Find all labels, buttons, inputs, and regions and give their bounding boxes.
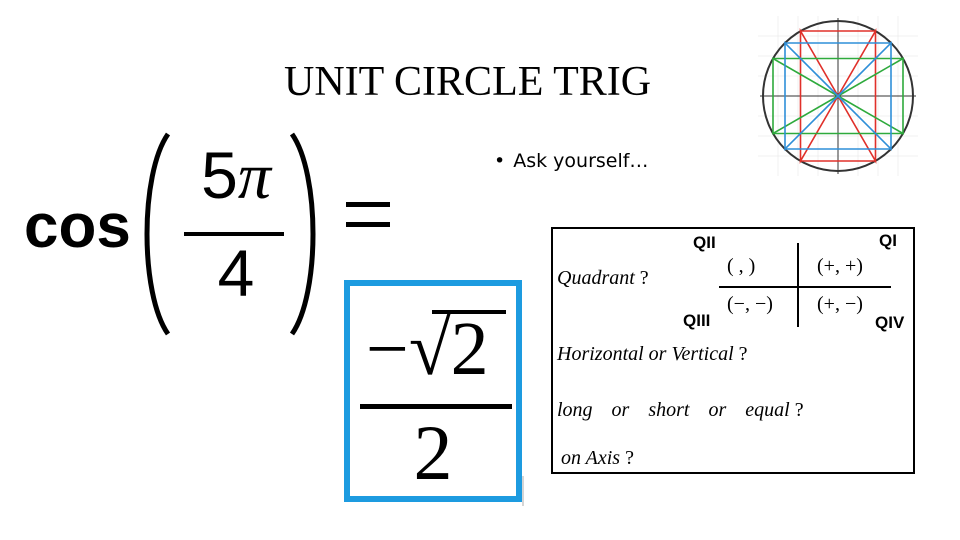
unit-circle-diagram-icon [758, 16, 918, 176]
fraction-denominator: 4 [217, 236, 255, 310]
answer-numerator-text: −√2 [366, 307, 489, 390]
function-name: cos [24, 192, 131, 261]
answer-box-shadow [522, 476, 524, 506]
sign-quadrant-ii: ( , ) [727, 255, 756, 277]
sign-quadrant-i: (+, +) [817, 255, 863, 277]
numerator-digit: 5 [201, 138, 238, 212]
answer-numerator: −√2 [366, 307, 506, 390]
slide-title: UNIT CIRCLE TRIG [284, 59, 652, 105]
answer-fraction-bar [360, 404, 512, 409]
equals-sign-icon [346, 202, 390, 227]
label-quadrant-iii: QIII [683, 311, 711, 330]
quadrant-horizontal-divider [719, 286, 891, 288]
bullet-dot: • [494, 150, 506, 172]
pi-symbol: π [237, 140, 271, 213]
label-quadrant-i: QI [879, 231, 897, 250]
label-quadrant-ii: QII [693, 233, 716, 252]
answer-denominator: 2 [413, 409, 453, 496]
right-parenthesis-icon [289, 132, 316, 336]
sign-quadrant-iii: (−, −) [727, 293, 773, 315]
quadrant-helper-card: QII QI QIII QIV Quadrant ? ( , ) (+, +) … [551, 227, 915, 474]
length-prompt: long or short or equal ? [557, 399, 804, 421]
orientation-prompt: Horizontal or Vertical ? [557, 343, 748, 365]
axis-prompt: on Axis ? [561, 447, 634, 469]
sign-quadrant-iv: (+, −) [817, 293, 863, 315]
label-quadrant-iv: QIV [875, 313, 905, 332]
fraction-numerator: 5π [182, 138, 290, 214]
quadrant-prompt: Quadrant ? [557, 267, 649, 289]
bullet-text: Ask yourself… [513, 150, 649, 172]
cosine-expression: cos 5π 4 [18, 126, 418, 341]
answer-box: −√2 2 [344, 280, 522, 502]
quadrant-vertical-divider [797, 243, 799, 327]
fraction-bar [184, 232, 284, 236]
bullet-ask-yourself: • Ask yourself… [494, 150, 648, 172]
left-parenthesis-icon [144, 132, 171, 336]
